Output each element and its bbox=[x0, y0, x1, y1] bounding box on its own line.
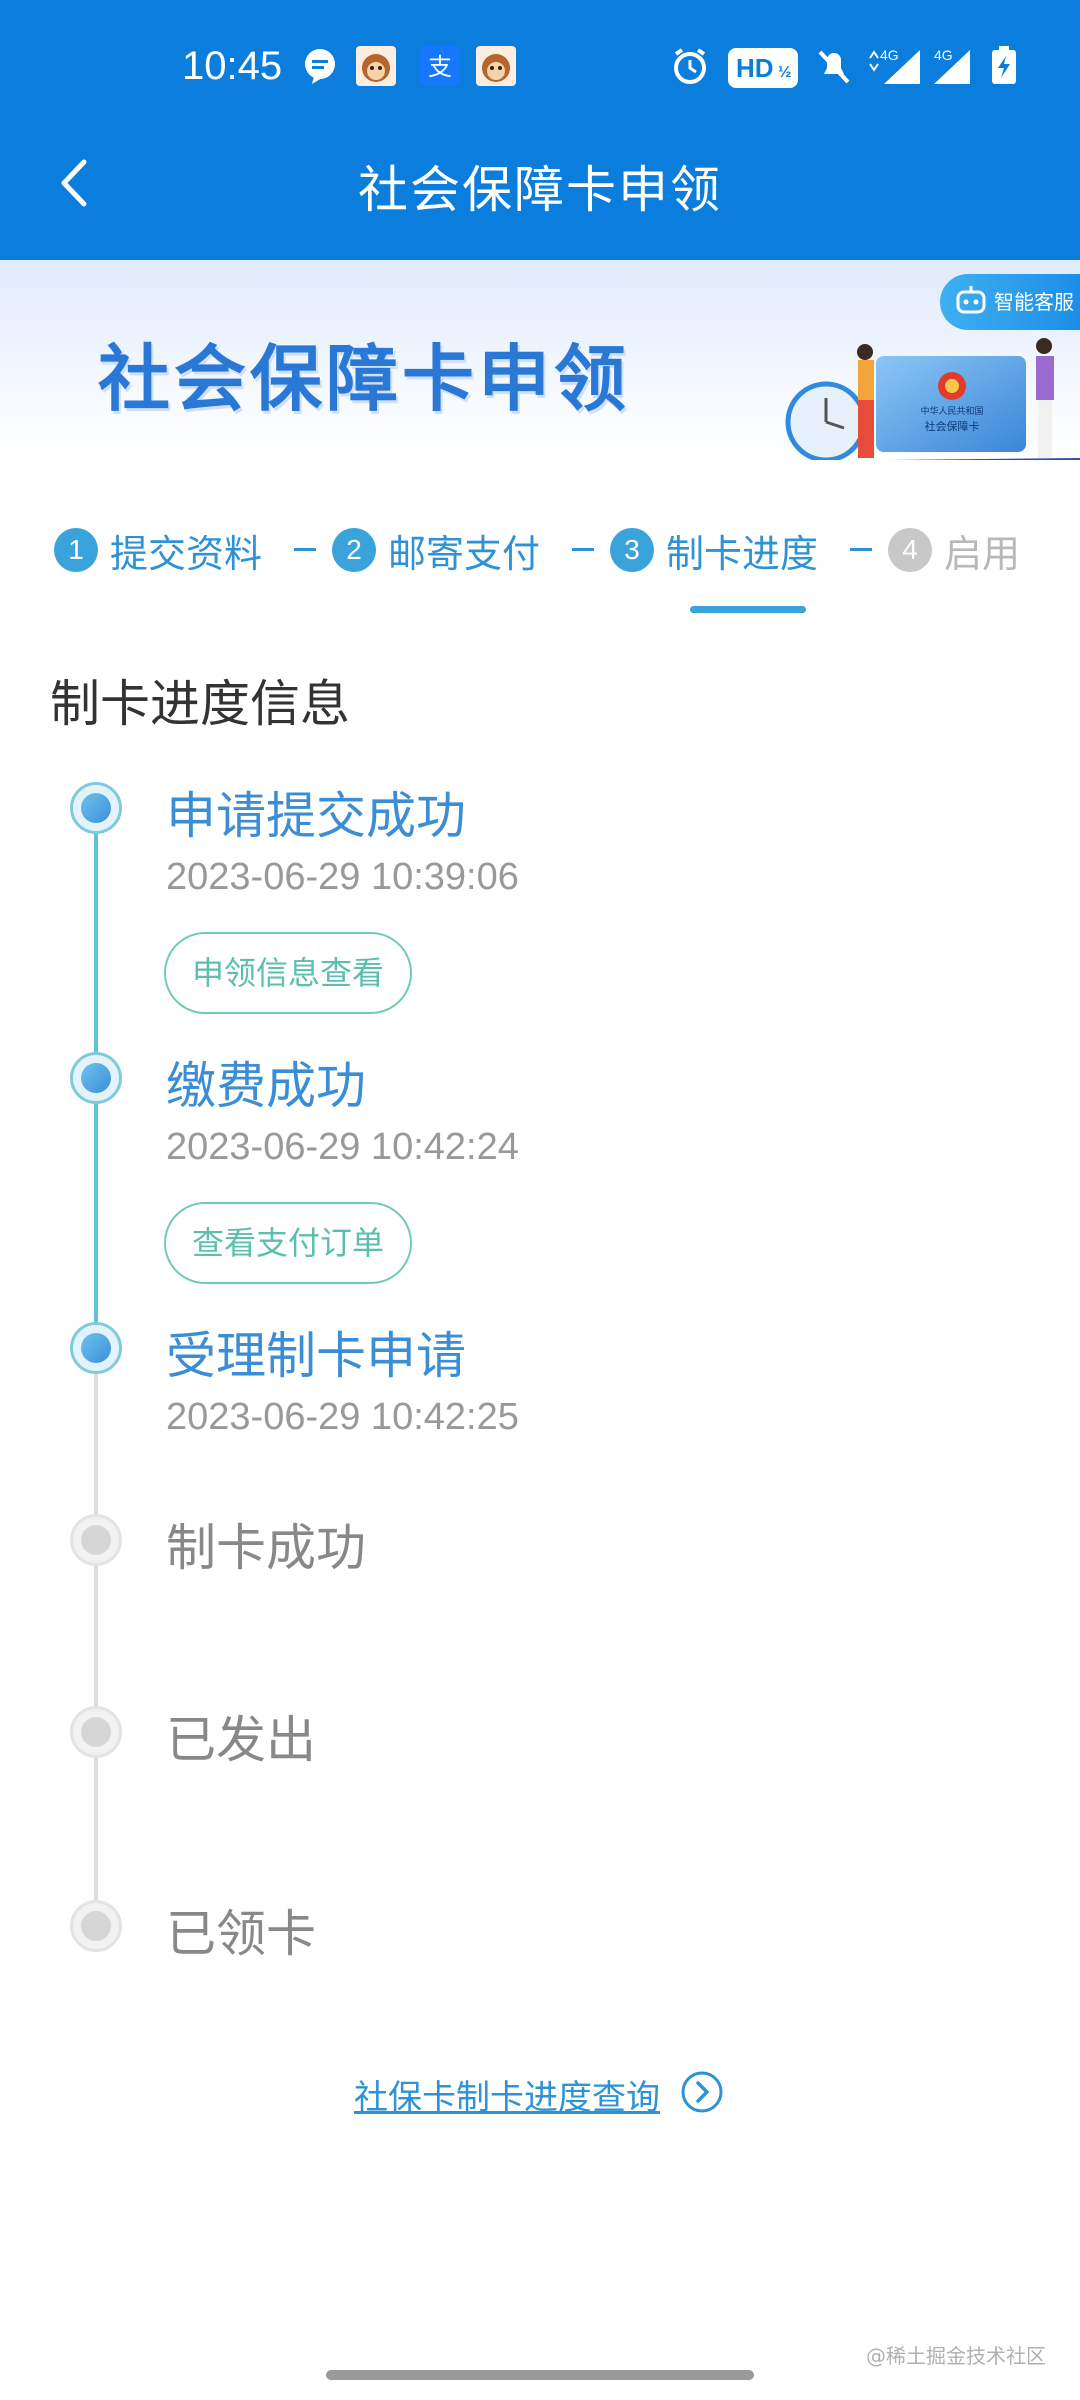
alarm-icon bbox=[674, 48, 706, 84]
step-label: 邮寄支付 bbox=[388, 531, 541, 576]
timeline-dot bbox=[70, 1706, 122, 1758]
progress-steps: 1 提交资料 2 邮寄支付 3 制卡进度 4 启用 bbox=[54, 520, 1034, 580]
timeline-time: 2023-06-29 10:42:25 bbox=[166, 1396, 519, 1438]
timeline-dot bbox=[70, 1322, 122, 1374]
step-label: 制卡进度 bbox=[666, 531, 819, 576]
home-indicator[interactable] bbox=[326, 2370, 754, 2380]
view-payment-order-button[interactable]: 查看支付订单 bbox=[164, 1202, 412, 1284]
step-activate[interactable]: 4 启用 bbox=[888, 520, 1020, 580]
timeline-title: 申请提交成功 bbox=[166, 787, 466, 845]
step-number: 3 bbox=[610, 528, 654, 572]
status-time: 10:45 bbox=[182, 44, 283, 88]
page-title: 社会保障卡申领 bbox=[358, 161, 722, 219]
timeline-time: 2023-06-29 10:39:06 bbox=[166, 856, 519, 898]
step-label: 启用 bbox=[944, 531, 1021, 576]
timeline-dot bbox=[70, 1052, 122, 1104]
svg-text:中华人民共和国: 中华人民共和国 bbox=[920, 405, 983, 417]
step-mail-payment[interactable]: 2 邮寄支付 bbox=[332, 520, 540, 580]
mute-bell-icon bbox=[818, 50, 850, 84]
svg-text:社会保障卡: 社会保障卡 bbox=[925, 419, 980, 433]
timeline-dot bbox=[70, 1900, 122, 1952]
step-number: 1 bbox=[54, 528, 98, 572]
timeline-title: 制卡成功 bbox=[166, 1519, 366, 1577]
section-title: 制卡进度信息 bbox=[50, 675, 350, 733]
robot-icon bbox=[956, 286, 986, 314]
battery-charging-icon bbox=[992, 46, 1016, 84]
timeline-time: 2023-06-29 10:42:24 bbox=[166, 1126, 519, 1168]
timeline-line-pending bbox=[94, 1348, 98, 1928]
timeline-title: 已领卡 bbox=[166, 1905, 316, 1963]
monkey-app-icon bbox=[476, 46, 516, 86]
chevron-right-circle-icon[interactable] bbox=[680, 2070, 724, 2114]
timeline-title: 受理制卡申请 bbox=[166, 1327, 466, 1385]
signal-icon: 4G bbox=[869, 47, 920, 84]
timeline-dot bbox=[70, 1514, 122, 1566]
timeline-title: 已发出 bbox=[166, 1711, 316, 1769]
alipay-icon: 支 bbox=[420, 46, 460, 86]
signal-icon: 4G bbox=[934, 47, 970, 84]
banner: 社会保障卡申领 智能客服 中华人民共和国 社会保障卡 bbox=[0, 260, 1080, 460]
step-separator bbox=[294, 548, 316, 551]
step-submit-info[interactable]: 1 提交资料 bbox=[54, 520, 262, 580]
monkey-app-icon bbox=[356, 46, 396, 86]
step-card-progress[interactable]: 3 制卡进度 bbox=[610, 520, 818, 580]
app-header: 10:45 支 HD ½ 4G 4G 社会保障卡申领 bbox=[0, 0, 1080, 260]
social-security-card-illustration: 中华人民共和国 社会保障卡 bbox=[785, 338, 1080, 460]
message-bubble-icon bbox=[305, 49, 335, 84]
hd-voice-icon: HD ½ bbox=[728, 48, 798, 88]
step-separator bbox=[850, 548, 872, 551]
svg-text:4G: 4G bbox=[880, 47, 899, 63]
smart-service-label: 智能客服 bbox=[994, 290, 1074, 314]
svg-text:支: 支 bbox=[428, 53, 452, 81]
step-number: 2 bbox=[332, 528, 376, 572]
step-label: 提交资料 bbox=[110, 531, 263, 576]
back-button[interactable] bbox=[48, 148, 108, 218]
timeline-dot bbox=[70, 782, 122, 834]
step-number: 4 bbox=[888, 528, 932, 572]
card-progress-query-link[interactable]: 社保卡制卡进度查询 bbox=[354, 2078, 660, 2118]
svg-text:4G: 4G bbox=[934, 47, 953, 63]
smart-service-button[interactable]: 智能客服 bbox=[940, 274, 1080, 330]
view-application-button[interactable]: 申领信息查看 bbox=[164, 932, 412, 1014]
step-separator bbox=[572, 548, 594, 551]
active-step-indicator bbox=[690, 606, 806, 613]
timeline-title: 缴费成功 bbox=[166, 1057, 366, 1115]
watermark: @稀土掘金技术社区 bbox=[866, 2344, 1046, 2368]
banner-title: 社会保障卡申领 bbox=[98, 337, 631, 421]
